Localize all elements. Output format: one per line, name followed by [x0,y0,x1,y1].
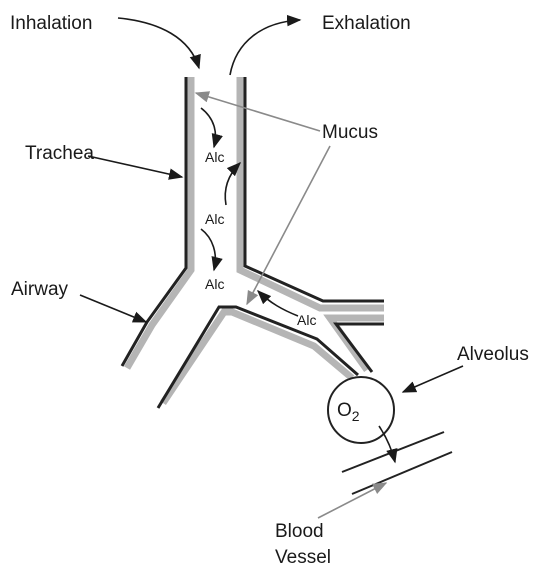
inhalation-arrow [118,18,199,68]
alveolus-pointer [403,366,463,392]
blood-vessel-pointer [318,483,386,518]
alc-marker-1: Alc [205,149,224,165]
mucus-pointer-lower [247,146,330,304]
alc-arrow-down-1 [201,108,215,147]
airway-pointer [80,295,146,322]
exhalation-label: Exhalation [322,13,411,34]
left-wall-mucus [127,77,191,368]
carina-wall-mucus [163,312,352,403]
alc-marker-3: Alc [205,276,224,292]
inhalation-label: Inhalation [10,13,92,34]
blood-vessel-lower-wall [352,452,452,494]
alc-marker-4: Alc [297,312,316,328]
mucus-label: Mucus [322,122,378,143]
alveolus-label: Alveolus [457,344,529,365]
alc-arrow-down-2 [201,229,215,270]
alc-marker-2: Alc [205,211,224,227]
blood-vessel-label-line2: Vessel [275,547,331,568]
blood-vessel-label-line1: Blood [275,521,324,542]
trachea-pointer [88,156,182,177]
exhalation-arrow [230,20,300,75]
airway-label: Airway [11,279,69,300]
trachea-label: Trachea [25,143,94,164]
